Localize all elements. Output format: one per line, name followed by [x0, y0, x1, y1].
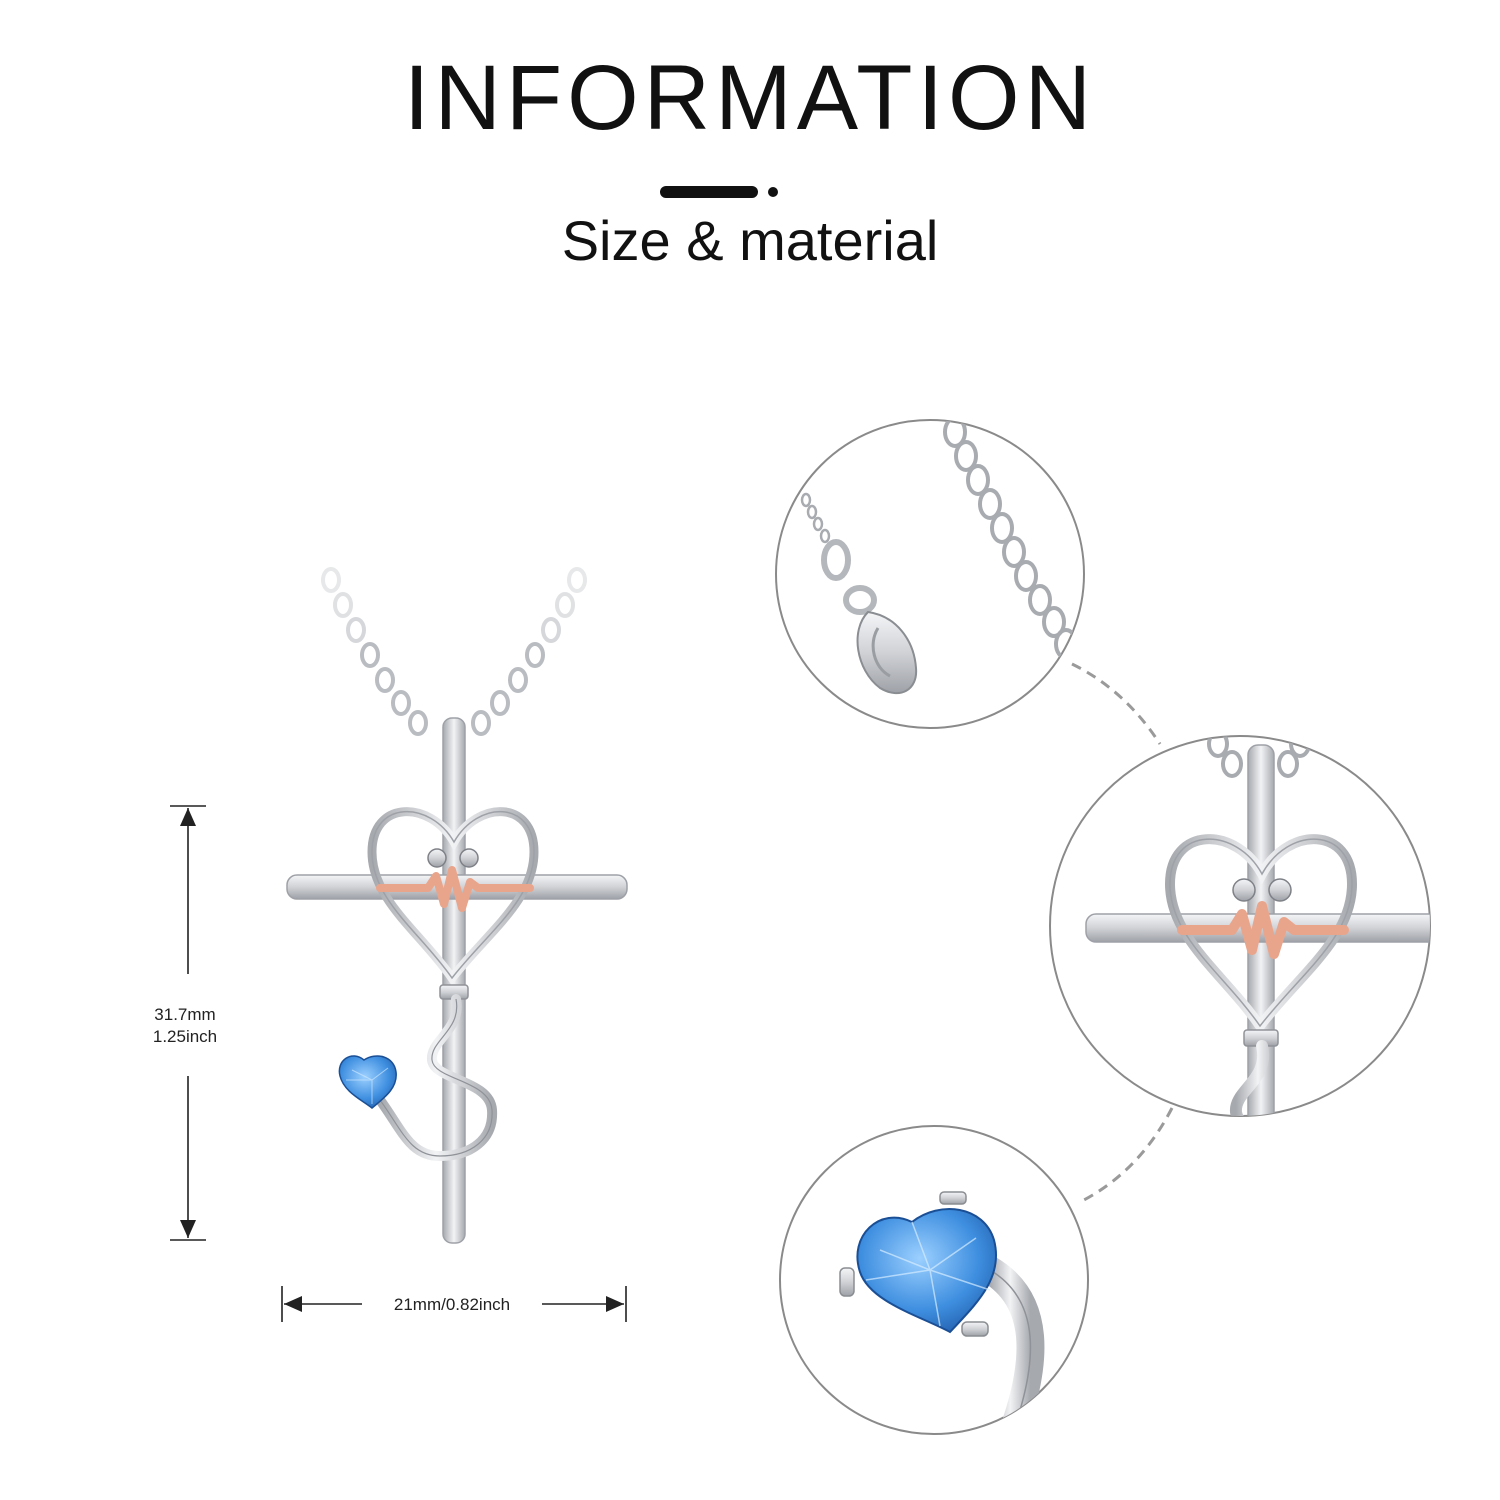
divider-dot — [768, 187, 778, 197]
stethoscope-ear-tip — [427, 848, 447, 868]
title-divider — [660, 186, 780, 198]
divider-bar — [660, 186, 758, 198]
lobster-clasp — [856, 610, 918, 695]
pendant-chain — [321, 567, 587, 736]
detail-connectors — [1071, 662, 1174, 1202]
height-inch-label: 1.25inch — [152, 1027, 218, 1046]
stethoscope-ear-tip — [459, 848, 479, 868]
detail-circle-clasp — [775, 419, 1085, 729]
detail-circle-crystal — [779, 1125, 1089, 1435]
page-title: INFORMATION — [403, 47, 1097, 149]
page-subtitle: Size & material — [561, 209, 939, 272]
stethoscope-tube — [375, 994, 498, 1162]
blue-crystal — [338, 1055, 397, 1109]
heartbeat-line — [376, 866, 534, 912]
width-label: 21mm/0.82inch — [362, 1294, 542, 1316]
height-dimension — [170, 805, 206, 1241]
height-mm-label: 31.7mm — [154, 1005, 216, 1024]
main-pendant — [286, 567, 628, 1244]
double-arrow-vertical-icon — [180, 808, 196, 1238]
detail-circle-heart — [1049, 735, 1431, 1117]
height-label: 31.7mm 1.25inch — [130, 1004, 240, 1048]
double-arrow-horizontal-icon — [284, 1296, 624, 1312]
